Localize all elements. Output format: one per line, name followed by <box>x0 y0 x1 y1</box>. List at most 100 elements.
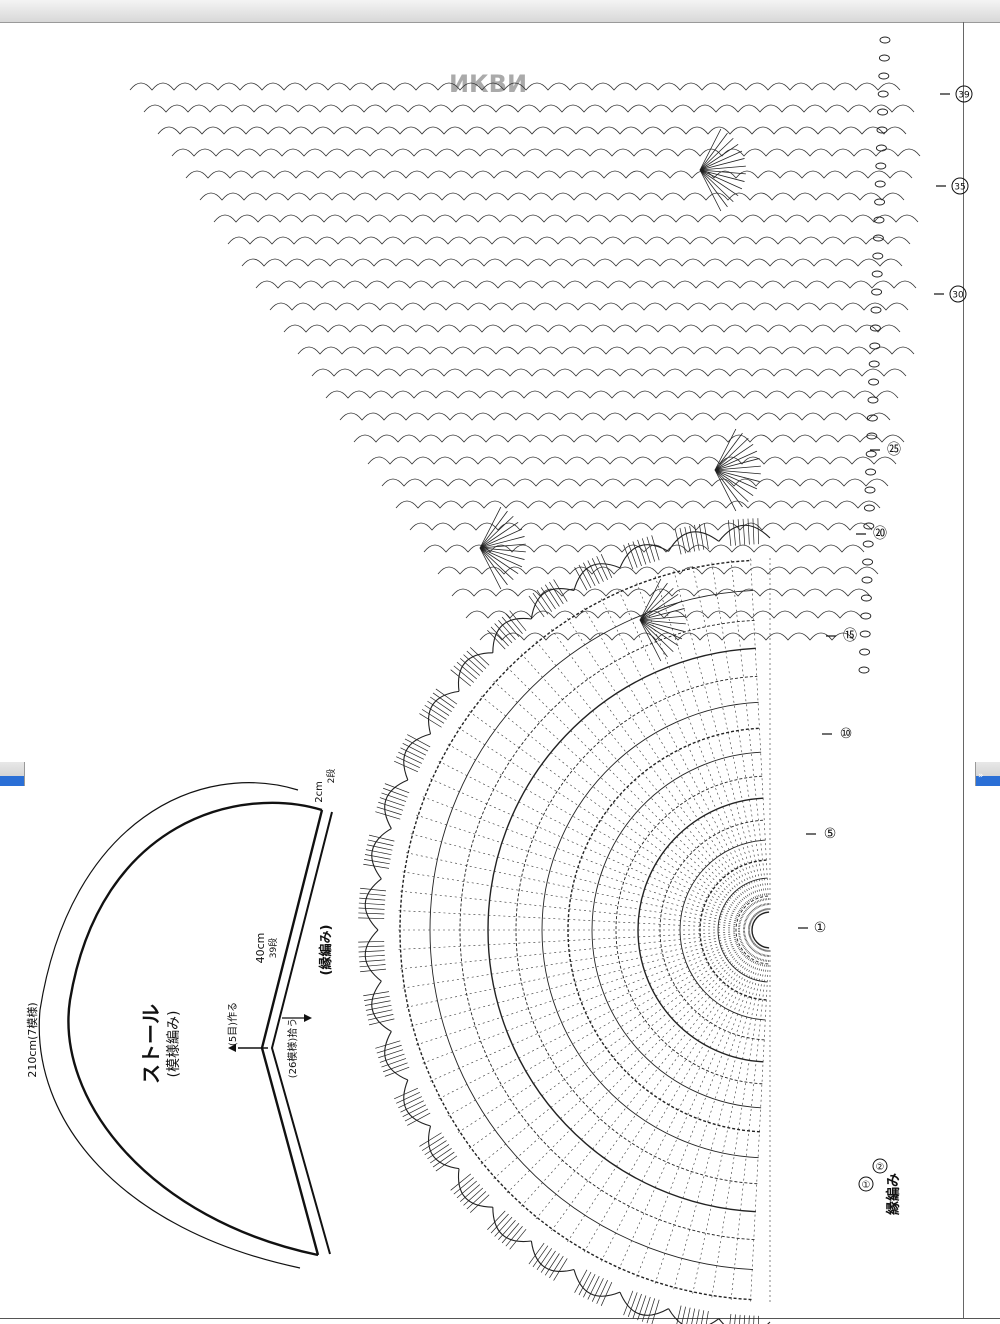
chart-ring <box>615 775 763 1085</box>
chart-fan-line <box>549 1255 564 1279</box>
chart-spoke <box>673 949 766 1290</box>
chart-fan-line <box>540 1250 556 1273</box>
chart-fan-line <box>627 1292 638 1317</box>
row-marker-15: ⑮ <box>826 628 857 644</box>
browser-top-bar <box>0 0 1000 23</box>
chart-fan-line <box>637 539 647 565</box>
chart-lace-row <box>479 632 855 641</box>
chart-upper-lace <box>129 36 921 674</box>
chart-chain-loop <box>871 270 883 278</box>
chart-fan-line <box>402 743 427 756</box>
chart-ring <box>735 895 769 965</box>
chart-fan-line <box>490 626 509 647</box>
chart-spoke <box>400 931 751 970</box>
chart-fan-line <box>364 858 390 865</box>
chart-chain-loop <box>862 540 874 548</box>
chart-spoke <box>583 607 761 913</box>
chart-spoke <box>520 653 757 916</box>
chart-ring <box>459 619 755 1241</box>
chart-lace-row <box>465 610 863 619</box>
chart-spoke <box>430 778 752 923</box>
chart-fan-line <box>364 995 390 1002</box>
chart-spoke <box>480 695 755 918</box>
chart-fan-line <box>705 1310 709 1324</box>
chart-fan-line <box>460 658 481 676</box>
chart-chain-loop <box>877 108 889 116</box>
chart-fan-line <box>359 959 386 963</box>
chart-chain-loop <box>868 360 880 368</box>
chart-fan-line <box>536 590 553 612</box>
chart-pineapple-stitch <box>714 469 761 475</box>
chart-spoke <box>551 946 759 1232</box>
chart-pineapple-stitch <box>714 465 761 471</box>
chart-fan-line <box>435 688 458 705</box>
chart-pineapple-stitch <box>714 469 737 512</box>
border-name: (縁編み) <box>318 925 334 976</box>
chart-fan-line <box>676 1305 682 1324</box>
schematic-subtitle: (模様編み) <box>166 1011 182 1078</box>
chart-fans <box>358 128 761 1324</box>
chart-spoke <box>438 760 753 922</box>
chart-fan-line <box>379 797 405 807</box>
chart-pineapple-stitch <box>699 169 739 197</box>
chart-fan-line <box>505 613 523 634</box>
chart-chain-loop <box>865 468 877 476</box>
row-marker-20: ⑳ <box>856 526 887 542</box>
chart-fan-line <box>689 525 696 552</box>
chart-fan-line <box>583 1273 596 1298</box>
chart-fan-line <box>383 787 408 798</box>
chart-spoke <box>406 933 751 1008</box>
chart-fan-line <box>701 1310 705 1324</box>
chart-fan-line <box>540 587 556 610</box>
chart-lace-row <box>227 236 911 245</box>
chart-fan-line <box>727 520 732 547</box>
chart-fan-line <box>747 518 750 545</box>
chart-fan-line <box>501 1223 520 1244</box>
chart-fan-line <box>587 1276 600 1300</box>
chart-lace-row <box>199 192 905 201</box>
svg-text:①: ① <box>814 920 827 936</box>
chart-fan-line <box>407 734 431 748</box>
chart-pineapple-stitch <box>714 469 758 490</box>
chart-spoke <box>416 935 752 1046</box>
chart-fan-line <box>427 700 450 716</box>
chart-fan-line <box>732 519 736 546</box>
chart-chain-loop <box>858 666 870 674</box>
chart-fan-line <box>407 1112 431 1126</box>
schematic-title: ストール <box>139 1004 163 1084</box>
chart-chain-loop <box>875 144 887 152</box>
chart-fan-line <box>363 863 390 869</box>
chart-pineapple-stitch <box>699 165 746 171</box>
chart-fan-line <box>553 1258 568 1281</box>
chart-fan-line <box>748 1315 750 1324</box>
border-rows: 2段 <box>325 769 337 784</box>
chart-pineapple-stitch <box>699 150 743 171</box>
chart-fan-line <box>463 654 484 673</box>
chart-pineapple-stitch <box>699 137 734 171</box>
chart-scallop <box>371 980 392 1032</box>
chevron-icon[interactable]: » <box>978 771 984 781</box>
chart-ring <box>399 559 752 1301</box>
left-taskbar-fragment[interactable] <box>0 762 25 786</box>
chart-lace-row <box>367 456 897 465</box>
right-taskbar-fragment[interactable]: » <box>975 762 1000 786</box>
chart-pineapple-stitch <box>479 547 526 553</box>
chart-fan-line <box>435 1155 458 1172</box>
chart-fan-line <box>583 562 596 587</box>
chart-pineapple-stitch <box>479 506 502 549</box>
chart-fan-line <box>544 584 560 607</box>
chart-fan-line <box>591 1278 604 1302</box>
right-taskbar-blue <box>976 776 1000 786</box>
chart-lace-row <box>451 588 871 597</box>
row-marker-30: 30 <box>934 285 967 303</box>
chart-fan-line <box>600 1281 613 1306</box>
chart-pineapple-stitch <box>479 543 526 549</box>
chart-scallop <box>428 1125 460 1170</box>
chart-scallop <box>668 531 720 552</box>
chart-fan-line <box>487 1210 506 1231</box>
chart-spoke <box>618 948 763 1270</box>
chart-pineapple-stitch <box>714 450 758 471</box>
chart-fan-line <box>381 1058 407 1068</box>
chart-spoke <box>583 947 761 1253</box>
chart-pineapple-stitch <box>699 158 745 171</box>
